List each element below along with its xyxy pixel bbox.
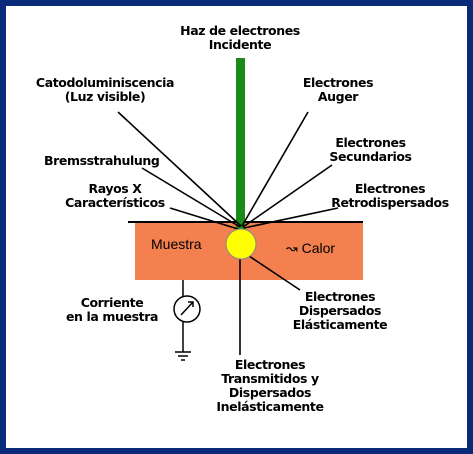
label-cathodoluminescence-line-2: (Luz visible): [64, 89, 146, 104]
label-bremsstrahlung: Bremsstrahulung: [44, 153, 160, 168]
label-transmitted-line-1: Electrones: [234, 357, 306, 372]
line-elastic: [242, 251, 301, 291]
label-sample-current-line-2: en la muestra: [65, 309, 159, 324]
label-auger-line-1: Electrones: [302, 75, 374, 90]
label-xrays-line-2: Característicos: [65, 195, 165, 210]
label-bremsstrahlung-text: Bremsstrahulung: [44, 153, 160, 168]
label-backscattered-line-2: Retrodispersados: [331, 195, 449, 210]
incident-beam: [236, 58, 245, 230]
label-auger-line-2: Auger: [317, 89, 359, 104]
label-transmitted-line-3: Dispersados: [228, 385, 312, 400]
interaction-volume: [225, 228, 257, 260]
signal-lines: [117, 111, 339, 355]
label-transmitted: Electrones Transmitidos y Dispersados In…: [200, 358, 340, 414]
label-elastic-line-1: Electrones: [304, 289, 376, 304]
label-backscattered-line-1: Electrones: [354, 181, 426, 196]
label-transmitted-line-2: Transmitidos y: [221, 371, 319, 386]
label-cathodoluminescence-line-1: Catodoluminiscencia: [35, 75, 175, 90]
label-elastic: Electrones Dispersados Elásticamente: [290, 290, 390, 332]
line-backscattered: [243, 207, 339, 229]
ammeter-needle: [180, 301, 194, 316]
label-cathodoluminescence: Catodoluminiscencia (Luz visible): [30, 76, 180, 104]
label-sample-current: Corriente en la muestra: [62, 296, 162, 324]
label-xrays-line-1: Rayos X: [88, 181, 142, 196]
line-xrays: [169, 207, 239, 230]
label-sample: Muestra: [151, 236, 202, 252]
label-backscattered: Electrones Retrodispersados: [330, 182, 450, 210]
label-secondary-line-1: Electrones: [335, 135, 406, 150]
ammeter-arrowhead: [188, 301, 194, 307]
sample-current-circuit: [173, 280, 201, 361]
label-elastic-line-3: Elásticamente: [292, 317, 388, 332]
line-auger: [241, 111, 309, 227]
label-xrays: Rayos X Característicos: [60, 182, 170, 210]
label-incident-beam-line-2: Incidente: [208, 37, 272, 52]
label-heat: ↝ Calor: [286, 240, 336, 256]
label-secondary-line-2: Secundarios: [329, 149, 412, 164]
line-bremsstrahlung: [141, 167, 241, 228]
label-auger: Electrones Auger: [298, 76, 378, 104]
label-transmitted-line-4: Inelásticamente: [216, 399, 324, 414]
line-secondary: [242, 164, 333, 228]
label-sample-current-line-1: Corriente: [80, 295, 144, 310]
label-incident-beam-line-1: Haz de electrones: [180, 23, 300, 38]
label-secondary: Electrones Secundarios: [318, 136, 423, 164]
label-incident-beam: Haz de electrones Incidente: [170, 24, 310, 52]
line-cathodoluminescence: [117, 111, 242, 227]
label-elastic-line-2: Dispersados: [298, 303, 382, 318]
